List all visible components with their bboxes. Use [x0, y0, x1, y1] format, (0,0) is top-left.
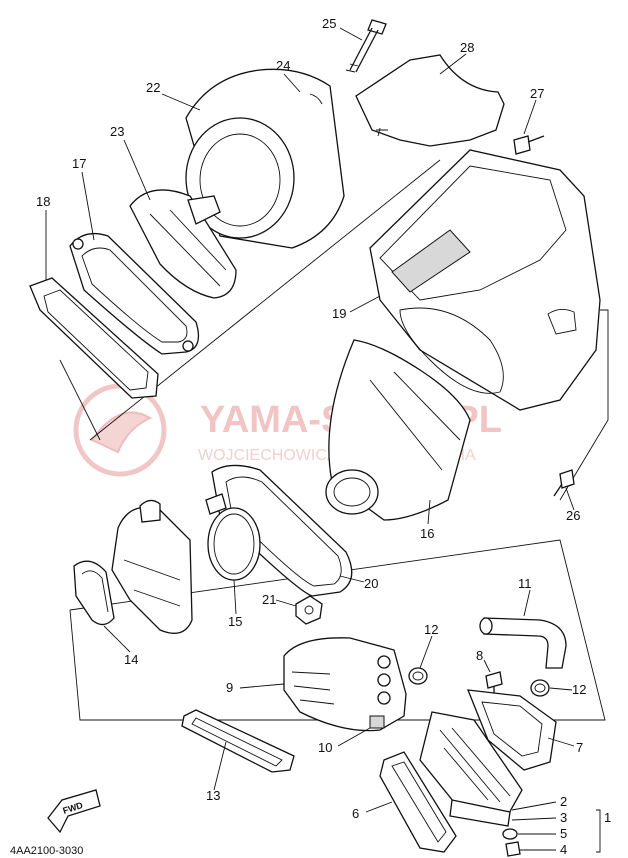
part-number-8: 8 [476, 648, 483, 663]
air-filter-22 [185, 68, 345, 249]
joint-gasket-20 [211, 464, 353, 597]
gasket-6 [379, 751, 457, 853]
group-boundaries [59, 159, 609, 853]
nut-21 [295, 595, 323, 625]
part-number-23: 23 [110, 124, 124, 139]
part-number-25: 25 [322, 16, 336, 31]
part-number-14: 14 [124, 652, 138, 667]
upper-group-boundary-left [59, 359, 101, 441]
part-number-7: 7 [576, 740, 583, 755]
part-number-6: 6 [352, 806, 359, 821]
element-guide-23 [129, 189, 237, 299]
joint-frame-17 [69, 232, 200, 355]
part-number-5: 5 [560, 826, 567, 841]
band-13 [181, 709, 295, 773]
right-bracket-line [559, 309, 609, 501]
part-number-12-b: 12 [572, 682, 586, 697]
part-number-12-a: 12 [424, 622, 438, 637]
air-box-19 [369, 149, 601, 411]
gasket-18 [29, 277, 159, 399]
part-number-20: 20 [364, 576, 378, 591]
reed-valve-housing-9 [283, 637, 407, 732]
part-number-19: 19 [332, 306, 346, 321]
lower-group-boundary [69, 539, 606, 721]
part-number-27: 27 [530, 86, 544, 101]
part-number-4: 4 [560, 842, 567, 857]
air-filter-joint-16 [325, 339, 471, 521]
watermark-logo-mark [90, 411, 153, 454]
part-number-15: 15 [228, 614, 242, 629]
leader-lines [45, 27, 575, 851]
part-number-11: 11 [518, 576, 532, 591]
diagram-code: 4AA2100-3030 [10, 845, 83, 857]
part-number-2: 2 [560, 794, 567, 809]
reed-valve-1 [419, 711, 523, 827]
part-numbers: 25 28 24 22 27 23 17 18 19 16 26 20 21 1… [36, 16, 611, 857]
washer-5 [502, 828, 518, 840]
bolt-27 [513, 135, 545, 155]
part-number-24: 24 [276, 58, 290, 73]
part-number-9: 9 [226, 680, 233, 695]
bottom-bracket [596, 809, 601, 853]
bolt-25 [345, 19, 387, 73]
part-number-13: 13 [206, 788, 220, 803]
part-number-26: 26 [566, 508, 580, 523]
clamp-12-b [530, 679, 550, 697]
screw-4 [505, 841, 521, 857]
part-number-21: 21 [262, 592, 276, 607]
fwd-arrow-icon: FWD [47, 789, 101, 834]
label-10 [369, 715, 385, 729]
carburetor [111, 499, 193, 634]
clamp-15 [205, 493, 261, 581]
part-number-18: 18 [36, 194, 50, 209]
cover-28 [355, 54, 505, 147]
part-number-1: 1 [604, 810, 611, 825]
hose-11 [479, 617, 567, 669]
part-number-16: 16 [420, 526, 434, 541]
part-number-28: 28 [460, 40, 474, 55]
clamp-14 [73, 560, 115, 626]
part-number-17: 17 [72, 156, 86, 171]
bolt-26 [553, 469, 575, 497]
part-number-22: 22 [146, 80, 160, 95]
part-number-10: 10 [318, 740, 332, 755]
clamp-12-a [408, 667, 428, 685]
part-number-3: 3 [560, 810, 567, 825]
